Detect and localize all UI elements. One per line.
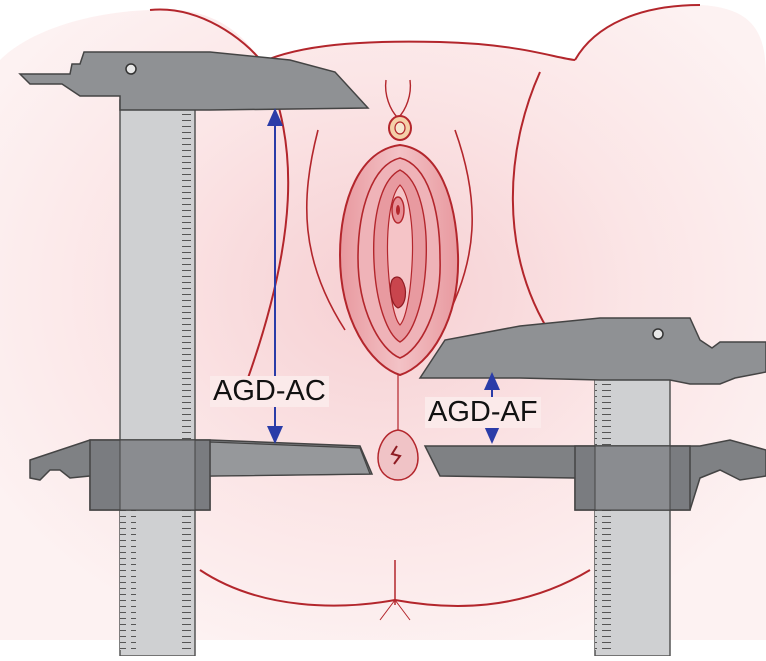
label-agd-af: AGD-AF (425, 397, 541, 428)
label-agd-ac: AGD-AC (210, 376, 329, 407)
